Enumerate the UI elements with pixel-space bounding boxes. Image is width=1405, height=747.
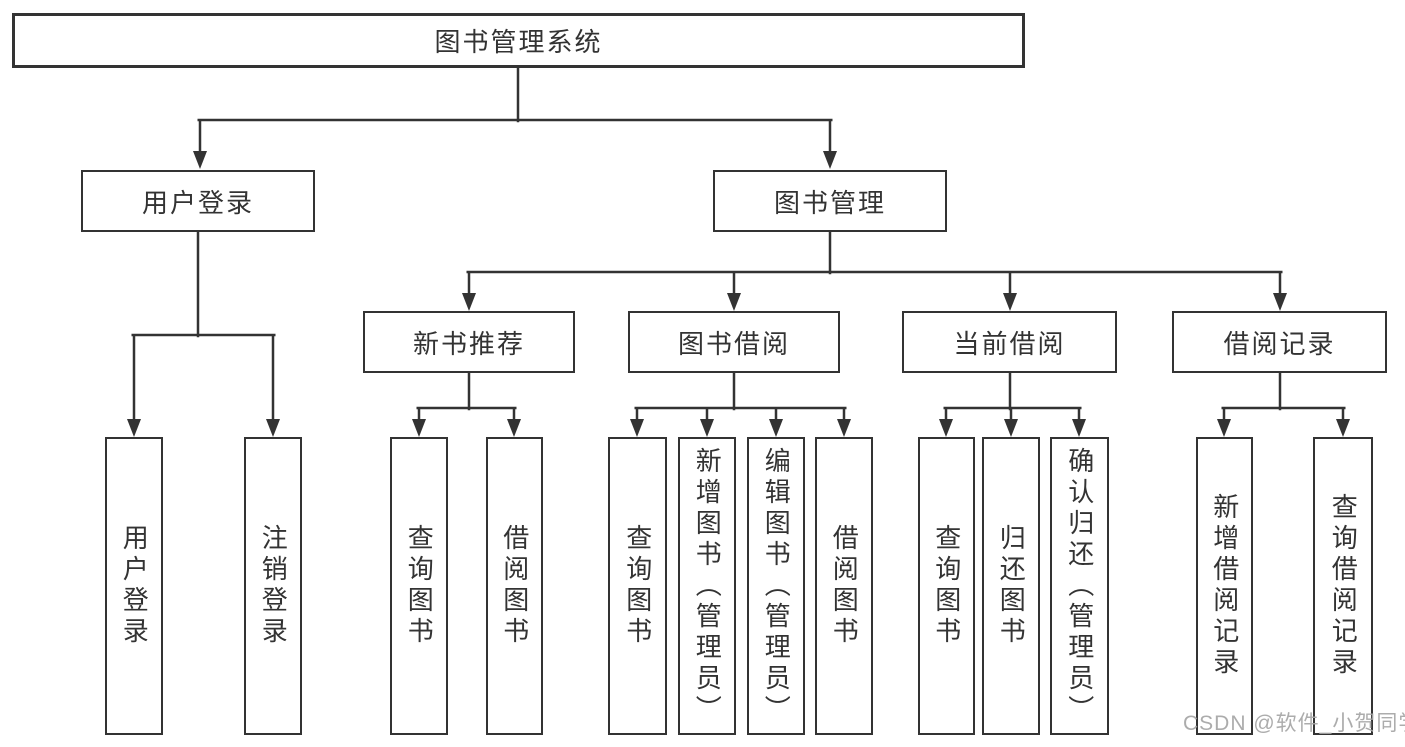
node-label: 当前借阅 — [953, 328, 1066, 359]
node-label: 新增图书（管理员） — [692, 446, 723, 726]
leaf-return-books: 归还图书 — [982, 437, 1040, 735]
node-library-system: 图书管理系统 — [12, 13, 1025, 68]
node-label: 用户登录 — [119, 524, 150, 648]
node-borrowing-records: 借阅记录 — [1172, 311, 1387, 373]
leaf-add-borrow-record: 新增借阅记录 — [1196, 437, 1253, 735]
node-label: 图书借阅 — [677, 328, 790, 359]
node-user-login: 用户登录 — [81, 170, 315, 232]
node-label: 编辑图书（管理员） — [761, 446, 792, 726]
leaf-query-borrow-record: 查询借阅记录 — [1313, 437, 1373, 735]
node-label: 借阅记录 — [1223, 328, 1336, 359]
leaf-user-login: 用户登录 — [105, 437, 163, 735]
node-label: 借阅图书 — [499, 524, 530, 648]
node-label: 新书推荐 — [412, 328, 525, 359]
node-label: 注销登录 — [258, 524, 289, 648]
node-label: 归还图书 — [996, 524, 1027, 648]
leaf-add-books-admin: 新增图书（管理员） — [678, 437, 736, 735]
node-new-book-recommend: 新书推荐 — [363, 311, 575, 373]
node-current-borrowing: 当前借阅 — [902, 311, 1117, 373]
node-book-management: 图书管理 — [713, 170, 947, 232]
leaf-logout: 注销登录 — [244, 437, 302, 735]
node-label: 新增借阅记录 — [1209, 493, 1240, 679]
leaf-borrow-books: 借阅图书 — [815, 437, 873, 735]
leaf-borrow-books-recommend: 借阅图书 — [486, 437, 543, 735]
node-label: 查询图书 — [404, 524, 435, 648]
leaf-query-books-borrow: 查询图书 — [608, 437, 667, 735]
node-label: 图书管理系统 — [434, 27, 603, 57]
node-label: 用户登录 — [141, 187, 254, 218]
leaf-query-books-recommend: 查询图书 — [390, 437, 448, 735]
node-label: 查询借阅记录 — [1328, 493, 1359, 679]
leaf-query-books-current: 查询图书 — [918, 437, 975, 735]
node-label: 借阅图书 — [829, 524, 860, 648]
node-label: 图书管理 — [773, 187, 886, 218]
node-label: 查询图书 — [931, 524, 962, 648]
leaf-edit-books-admin: 编辑图书（管理员） — [747, 437, 805, 735]
csdn-watermark: CSDN @软件_小贺同学 — [1183, 712, 1405, 735]
node-book-borrowing: 图书借阅 — [628, 311, 840, 373]
node-label: 确认归还（管理员） — [1064, 446, 1095, 726]
leaf-confirm-return-admin: 确认归还（管理员） — [1050, 437, 1109, 735]
node-label: 查询图书 — [622, 524, 653, 648]
